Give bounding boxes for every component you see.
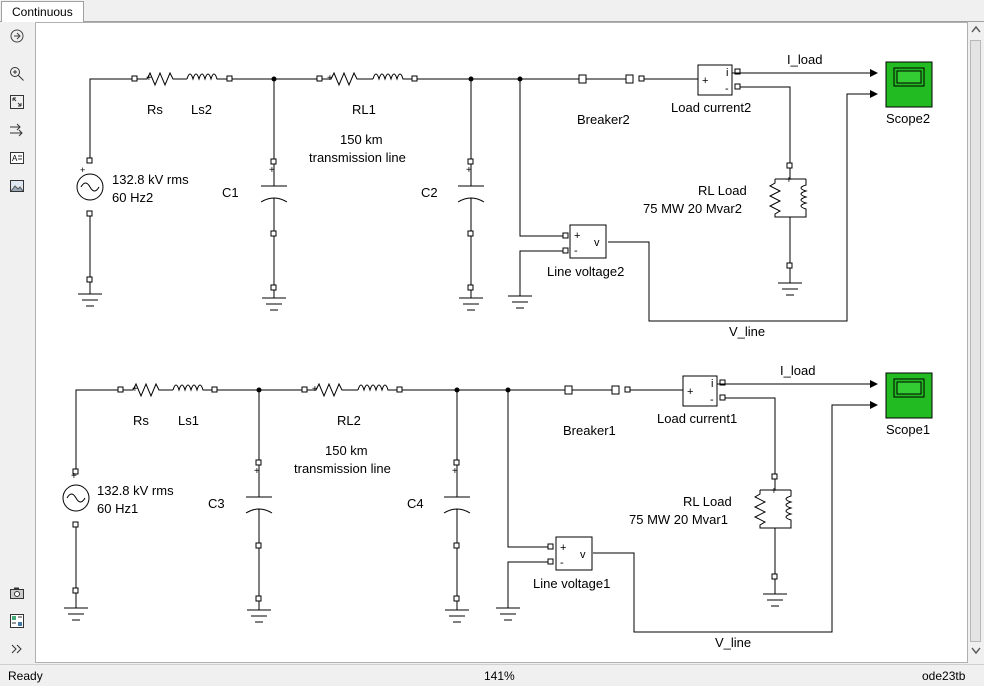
tab-bar: Continuous (0, 0, 984, 23)
load-current-label: Load current1 (657, 411, 737, 426)
line-label-2: transmission line (294, 461, 391, 476)
scroll-arrows (971, 25, 981, 655)
i-load-label: I_load (787, 52, 822, 67)
i-load-label: I_load (780, 363, 815, 378)
diagram-svg: + (62, 52, 933, 650)
navigate-back-icon[interactable] (7, 26, 27, 46)
vmeter-minus-label: - (560, 557, 564, 569)
circuit-bottom (62, 372, 933, 633)
ac-source-icon[interactable] (62, 468, 90, 528)
source-label-1: 132.8 kV rms (112, 172, 189, 187)
status-text: Ready (8, 669, 43, 683)
svg-text:+: + (466, 165, 472, 176)
svg-text:+: + (80, 165, 85, 175)
ls-label: Ls1 (178, 413, 199, 428)
c-right-label: C2 (421, 185, 438, 200)
c-left-label: C1 (222, 185, 239, 200)
svg-text:+: + (312, 384, 318, 395)
left-toolbar: A (0, 22, 34, 663)
svg-text:+: + (254, 466, 260, 477)
rl-label: RL1 (352, 102, 376, 117)
zoom-level: 141% (484, 669, 515, 683)
source-label-2: 60 Hz1 (97, 501, 138, 516)
rl-label: RL2 (337, 413, 361, 428)
svg-text:+: + (771, 486, 777, 497)
model-browser-icon[interactable] (7, 611, 27, 631)
scope-label: Scope1 (886, 422, 930, 437)
c-right-label: C4 (407, 496, 424, 511)
svg-text:+: + (327, 73, 333, 84)
image-icon[interactable] (7, 176, 27, 196)
ls-label: Ls2 (191, 102, 212, 117)
line-label-2: transmission line (309, 150, 406, 165)
vmeter-v-label: v (594, 237, 600, 249)
status-bar: Ready 141% ode23tb (0, 664, 984, 686)
vmeter-plus-label: + (574, 230, 580, 242)
svg-text:+: + (71, 471, 77, 482)
svg-text:+: + (146, 73, 152, 84)
line-label-1: 150 km (340, 132, 383, 147)
svg-text:+: + (452, 466, 458, 477)
source-label-1: 132.8 kV rms (97, 483, 174, 498)
labels-bottom: 132.8 kV rms 60 Hz1 Rs Ls1 RL2 150 km tr… (97, 363, 930, 650)
load-label-2: 75 MW 20 Mvar1 (629, 512, 728, 527)
line-voltage-label: Line voltage2 (547, 264, 624, 279)
svg-text:+: + (269, 165, 275, 176)
vmeter-plus-label: + (560, 542, 566, 554)
c-left-label: C3 (208, 496, 225, 511)
meter-plus-label: + (687, 386, 693, 398)
load-label-1: RL Load (698, 183, 747, 198)
line-voltage-label: Line voltage1 (533, 576, 610, 591)
source-label-2: 60 Hz2 (112, 190, 153, 205)
svg-text:A: A (12, 154, 18, 163)
meter-minus-label: - (710, 394, 714, 406)
polarity-marks-bottom: + + + + + + (71, 384, 777, 497)
vmeter-minus-label: - (574, 245, 578, 257)
camera-icon[interactable] (7, 583, 27, 603)
scope-label: Scope2 (886, 111, 930, 126)
svg-text:+: + (132, 384, 138, 395)
polarity-marks-top: + + + + + (146, 73, 792, 186)
rs-label: Rs (147, 102, 163, 117)
fit-view-icon[interactable] (7, 92, 27, 112)
meter-i-label: i (711, 378, 713, 390)
v-line-label: V_line (715, 635, 751, 650)
meter-i-label: i (726, 67, 728, 79)
vmeter-v-label: v (580, 549, 586, 561)
expand-icon[interactable] (7, 639, 27, 659)
load-current-label: Load current2 (671, 100, 751, 115)
meter-plus-label: + (702, 75, 708, 87)
load-label-2: 75 MW 20 Mvar2 (643, 201, 742, 216)
model-canvas[interactable]: + (35, 22, 968, 663)
circuit-top: + (76, 61, 933, 322)
breaker-label: Breaker2 (577, 112, 630, 127)
load-label-1: RL Load (683, 494, 732, 509)
ac-source-icon[interactable]: + (76, 157, 104, 217)
solver-name[interactable]: ode23tb (922, 669, 966, 683)
breaker-label: Breaker1 (563, 423, 616, 438)
arrow-route-icon[interactable] (7, 120, 27, 140)
labels-top: 132.8 kV rms 60 Hz2 Rs Ls2 RL1 150 km tr… (112, 52, 930, 339)
tab-continuous[interactable]: Continuous (1, 1, 84, 23)
text-annotation-icon[interactable]: A (7, 148, 27, 168)
scrollbar-thumb[interactable] (970, 40, 981, 642)
meter-minus-label: - (725, 83, 729, 95)
rs-label: Rs (133, 413, 149, 428)
svg-text:+: + (786, 175, 792, 186)
zoom-in-icon[interactable] (7, 64, 27, 84)
v-line-label: V_line (729, 324, 765, 339)
line-label-1: 150 km (325, 443, 368, 458)
